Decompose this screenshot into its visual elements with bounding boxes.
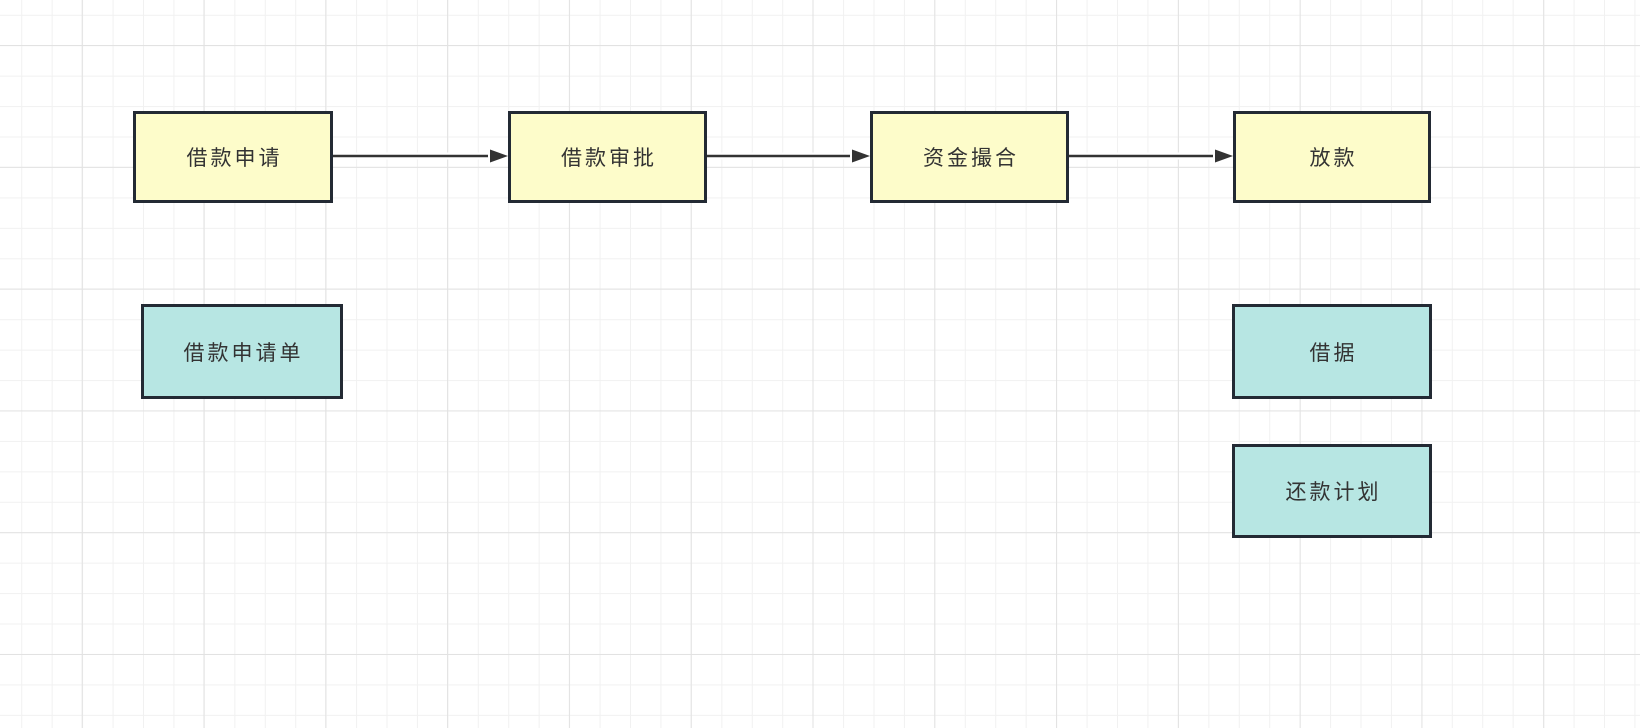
connector-matching-to-disbursement[interactable] bbox=[1069, 146, 1239, 166]
node-loan-approval[interactable]: 借款审批 bbox=[508, 111, 707, 203]
node-label: 借款审批 bbox=[561, 147, 657, 170]
connector-approval-to-matching[interactable] bbox=[707, 146, 876, 166]
node-loan-note[interactable]: 借据 bbox=[1232, 304, 1432, 399]
node-loan-application[interactable]: 借款申请 bbox=[133, 111, 333, 203]
node-loan-application-form[interactable]: 借款申请单 bbox=[141, 304, 343, 399]
node-label: 放款 bbox=[1309, 147, 1358, 170]
node-repayment-plan[interactable]: 还款计划 bbox=[1232, 444, 1432, 538]
node-disbursement[interactable]: 放款 bbox=[1233, 111, 1431, 203]
node-label: 借款申请单 bbox=[183, 341, 304, 365]
connector-application-to-approval[interactable] bbox=[333, 146, 514, 166]
node-fund-matching[interactable]: 资金撮合 bbox=[870, 111, 1069, 203]
node-label: 借款申请 bbox=[186, 147, 283, 170]
node-label: 借据 bbox=[1309, 341, 1358, 365]
node-label: 资金撮合 bbox=[923, 147, 1019, 170]
node-label: 还款计划 bbox=[1285, 481, 1382, 504]
